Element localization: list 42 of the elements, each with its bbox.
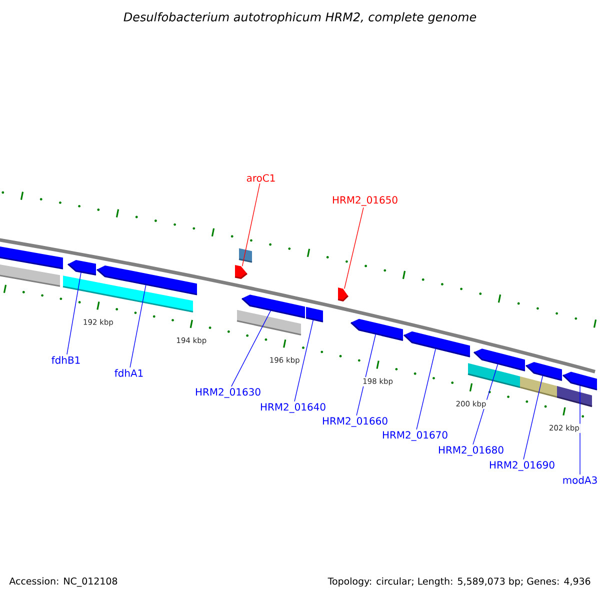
gene-label: HRM2_01630 bbox=[196, 388, 260, 398]
gene-bar bbox=[468, 363, 520, 388]
gene-label: fdhB1 bbox=[52, 356, 80, 364]
gene-bar bbox=[0, 264, 60, 287]
leader-line bbox=[416, 348, 436, 430]
gene-bar bbox=[556, 386, 592, 408]
gene-bar bbox=[306, 306, 324, 322]
gene-label: aroC1 bbox=[246, 174, 275, 182]
gene-block bbox=[350, 318, 404, 341]
leader-line bbox=[356, 334, 376, 416]
gene-bar bbox=[62, 276, 194, 312]
gene-label: HRM2_01650 bbox=[332, 196, 398, 206]
gene-block bbox=[234, 264, 248, 280]
gene-block bbox=[526, 362, 562, 382]
gene-label: HRM2_01670 bbox=[382, 431, 448, 441]
footer-text: Accession: NC_012108 bbox=[9, 577, 118, 587]
gene-label: HRM2_01640 bbox=[260, 403, 326, 413]
footer-text: Topology: circular; Length: 5,589,073 bp; Genes: 4,936 bbox=[328, 577, 590, 587]
gene-label: HRM2_01690 bbox=[490, 461, 554, 471]
gene-label: modA3 bbox=[563, 476, 597, 484]
feature-box bbox=[238, 248, 252, 263]
gene-label: HRM2_01680 bbox=[438, 446, 504, 456]
gene-bar bbox=[0, 246, 64, 270]
gene-block bbox=[338, 288, 349, 302]
gene-block bbox=[474, 348, 526, 372]
leader-line bbox=[130, 284, 146, 368]
gene-block bbox=[562, 372, 598, 390]
leader-line bbox=[523, 375, 544, 460]
gene-block bbox=[96, 265, 198, 296]
leader-line bbox=[344, 207, 364, 289]
leader-line bbox=[66, 272, 82, 355]
gene-bar bbox=[236, 310, 302, 336]
gene-label: fdhA1 bbox=[114, 369, 143, 377]
leader-line bbox=[472, 364, 498, 445]
gene-bar bbox=[520, 376, 558, 398]
gene-block bbox=[68, 260, 96, 276]
gene-label: HRM2_01660 bbox=[322, 417, 388, 427]
gene-block bbox=[404, 331, 470, 358]
leader-line bbox=[294, 319, 314, 402]
title: Desulfobacterium autotrophicum HRM2, complete genome bbox=[124, 12, 476, 24]
leader-line bbox=[231, 310, 272, 387]
leader-line bbox=[242, 183, 260, 266]
